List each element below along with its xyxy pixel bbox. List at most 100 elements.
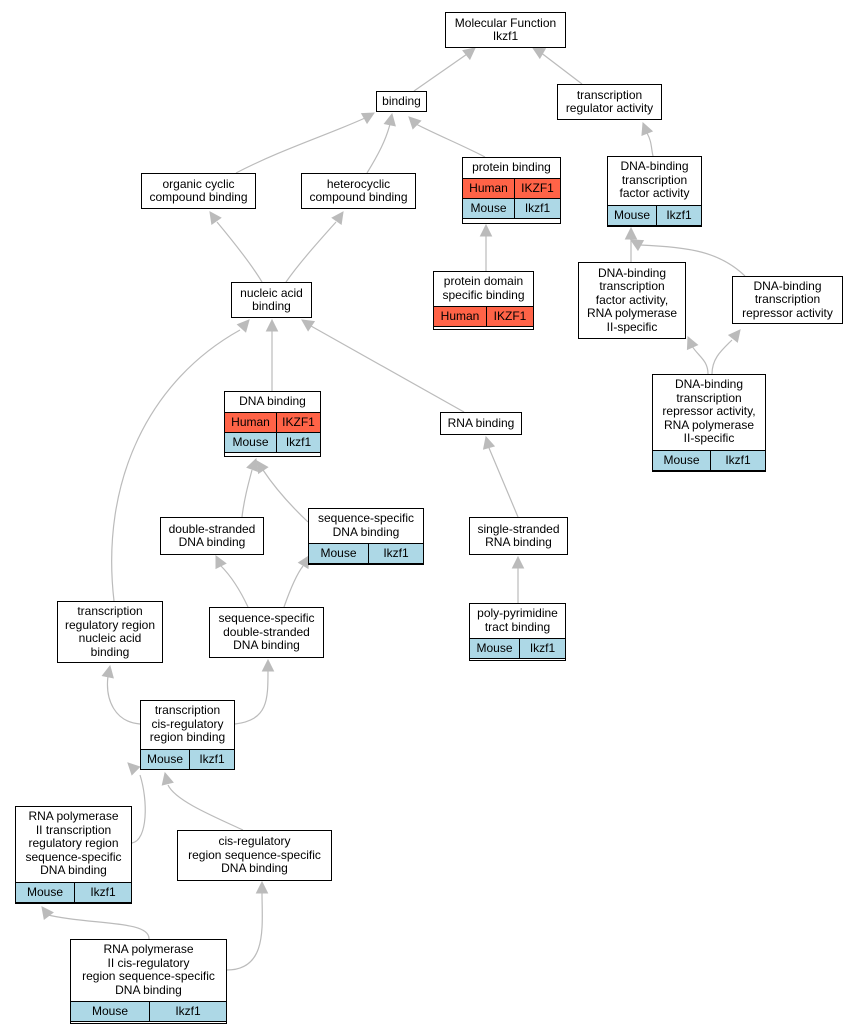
node-label: sequence-specific double-stranded DNA bi… [218, 611, 315, 653]
species-cell: Mouse [663, 452, 700, 467]
species-cell: Mouse [320, 545, 357, 560]
node-binding[interactable]: binding [376, 91, 427, 112]
arrowhead-ssdsdb-to-dsdb [215, 554, 227, 570]
arrowhead-ocb-to-binding [360, 112, 375, 125]
arrowhead-rpiicr-to-rpii [41, 906, 54, 920]
node-label: poly-pyrimidine tract binding [477, 606, 558, 634]
gene-cell: Ikzf1 [189, 750, 234, 769]
species-cell: Human [231, 414, 270, 429]
gene-row-human: Human IKZF1 [433, 306, 534, 327]
node-poly-pyrimidine-tract-binding[interactable]: poly-pyrimidine tract binding Mouse Ikzf… [469, 603, 566, 661]
edge-tra-to-root [539, 51, 583, 85]
gene-row-human: Human IKZF1 [462, 178, 561, 199]
arrowhead-binding-to-root [462, 47, 476, 61]
species-cell: Mouse [91, 1003, 129, 1018]
node-protein-binding[interactable]: protein binding Human IKZF1 Mouse Ikzf1 [462, 157, 561, 224]
edge-dtfa-to-tra [646, 132, 654, 157]
gene-cell: IKZF1 [514, 179, 560, 198]
gene-cell: IKZF1 [276, 413, 320, 432]
node-label: RNA binding [447, 415, 515, 430]
gene-row-mouse: Mouse Ikzf1 [652, 450, 766, 471]
node-sequence-specific-dna-binding[interactable]: sequence-specific DNA binding Mouse Ikzf… [308, 508, 424, 565]
arrowhead-tcrrb-to-trrnab [101, 664, 114, 679]
node-dna-binding-transcription-factor-activity[interactable]: DNA-binding transcription factor activit… [607, 156, 702, 227]
gene-row-mouse: Mouse Ikzf1 [70, 1001, 227, 1022]
node-single-stranded-rna-binding[interactable]: single-stranded RNA binding [469, 517, 568, 555]
arrowhead-crssdb-to-tcrrb [161, 771, 174, 786]
arrowhead-dtfa-to-tra [641, 121, 654, 137]
node-transcription-regulatory-region-nucleic-acid-binding[interactable]: transcription regulatory region nucleic … [57, 601, 163, 663]
edge-binding-to-root [413, 51, 471, 92]
gene-cell: IKZF1 [486, 307, 533, 326]
node-protein-domain-specific-binding[interactable]: protein domain specific binding Human IK… [433, 271, 534, 330]
gene-row-mouse: Mouse Ikzf1 [224, 432, 321, 453]
node-rna-pol-ii-transcription-regulatory-region-ssdb[interactable]: RNA polymerase II transcription regulato… [15, 806, 132, 904]
node-label: protein binding [472, 159, 551, 174]
arrowhead-tcrrb-to-ssdsdb [261, 658, 275, 672]
gene-cell: Ikzf1 [74, 883, 131, 902]
arrowhead-tra-to-root [532, 47, 547, 60]
node-cis-regulatory-region-sequence-specific-dna-binding[interactable]: cis-regulatory region sequence-specific … [177, 830, 332, 881]
edge-nab-to-ocb [216, 221, 263, 283]
node-label: DNA-binding transcription repressor acti… [742, 278, 833, 320]
arrowhead-rpiicr-to-crssdb [255, 880, 269, 894]
arrowhead-dtra-to-dtfa [630, 239, 645, 252]
node-rna-pol-ii-cis-regulatory-region-ssdb[interactable]: RNA polymerase II cis-regulatory region … [70, 939, 227, 1024]
edge-ssdsdb-to-dsdb [220, 565, 249, 608]
node-organic-cyclic-compound-binding[interactable]: organic cyclic compound binding [141, 173, 256, 209]
edge-rpii-to-tcrrb [131, 774, 146, 844]
edge-rnab-to-nab [310, 325, 465, 413]
node-label: RNA polymerase II cis-regulatory region … [82, 942, 215, 997]
gene-cell: Ikzf1 [519, 639, 565, 658]
edge-trrnab-to-nab [111, 329, 241, 602]
arrowhead-nab-to-hcb [331, 211, 344, 226]
node-nucleic-acid-binding[interactable]: nucleic acid binding [231, 282, 312, 318]
node-rna-binding[interactable]: RNA binding [440, 412, 522, 435]
node-molecular-function[interactable]: Molecular Function Ikzf1 [445, 12, 566, 48]
arrowhead-rpii-to-tcrrb [127, 762, 141, 776]
arrowhead-dtrarp-to-dtfrp [686, 335, 699, 351]
species-cell: Mouse [613, 207, 651, 222]
species-cell: Mouse [146, 751, 184, 766]
edge-hcb-to-binding [366, 123, 391, 174]
node-label: protein domain specific binding [442, 274, 525, 302]
gene-cell: Ikzf1 [710, 451, 765, 470]
arrowhead-dtfrp-to-dtfa [624, 226, 638, 240]
node-transcription-cis-regulatory-region-binding[interactable]: transcription cis-regulatory region bind… [140, 700, 235, 770]
node-label: DNA-binding transcription factor activit… [586, 265, 678, 334]
node-label: heterocyclic compound binding [309, 176, 408, 204]
node-label: RNA polymerase II transcription regulato… [25, 809, 122, 878]
node-dna-binding-tf-activity-rna-pol-ii[interactable]: DNA-binding transcription factor activit… [578, 262, 686, 339]
gene-cell: Ikzf1 [514, 199, 560, 218]
species-cell: Mouse [470, 200, 507, 215]
node-label: single-stranded RNA binding [477, 521, 560, 549]
arrowhead-dtrarp-to-dtra [727, 329, 741, 343]
node-heterocyclic-compound-binding[interactable]: heterocyclic compound binding [301, 173, 416, 209]
edge-dtra-to-dtfa [639, 244, 746, 277]
edge-ocb-to-binding [235, 117, 366, 174]
species-cell: Human [440, 308, 480, 323]
node-double-stranded-dna-binding[interactable]: double-stranded DNA binding [160, 517, 264, 555]
species-cell: Mouse [476, 640, 513, 655]
node-sequence-specific-double-stranded-dna-binding[interactable]: sequence-specific double-stranded DNA bi… [209, 607, 324, 658]
node-label: sequence-specific DNA binding [317, 511, 415, 539]
gene-row-mouse: Mouse Ikzf1 [15, 882, 132, 903]
edge-ssdb-to-dnab [262, 469, 309, 523]
node-dna-binding-repressor-activity-rna-pol-ii[interactable]: DNA-binding transcription repressor acti… [652, 374, 766, 472]
gene-row-human: Human IKZF1 [224, 412, 321, 433]
node-label: transcription cis-regulatory region bind… [149, 703, 226, 745]
node-label: binding [382, 93, 421, 108]
edge-pb-to-binding [415, 123, 486, 158]
node-dna-binding-transcription-repressor-activity[interactable]: DNA-binding transcription repressor acti… [732, 276, 843, 324]
arrowhead-trrnab-to-nab [236, 319, 250, 333]
node-label: transcription regulator activity [565, 87, 654, 115]
gene-row-mouse: Mouse Ikzf1 [308, 543, 424, 564]
gene-row-mouse: Mouse Ikzf1 [462, 198, 561, 219]
node-label: DNA-binding transcription factor activit… [619, 159, 690, 201]
node-transcription-regulator-activity[interactable]: transcription regulator activity [557, 84, 662, 120]
node-label: DNA binding [239, 393, 306, 408]
node-dna-binding[interactable]: DNA binding Human IKZF1 Mouse Ikzf1 [224, 391, 321, 457]
edge-rpiicr-to-crssdb [226, 892, 263, 971]
